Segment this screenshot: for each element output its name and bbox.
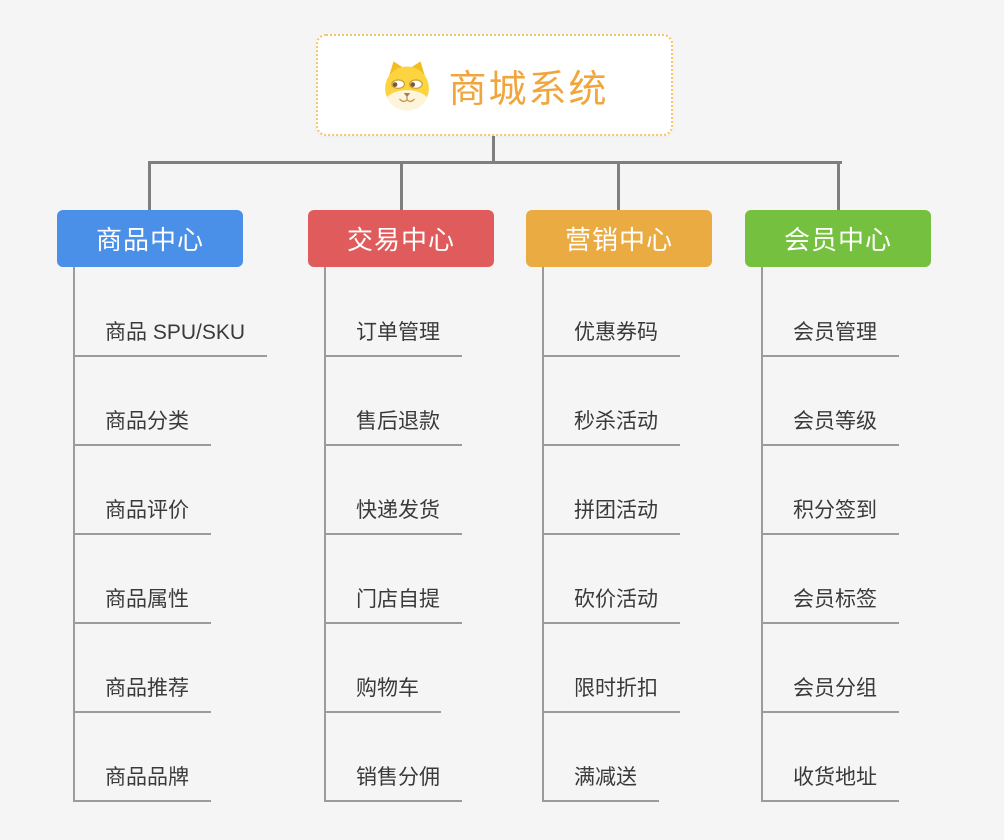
connector-root-trunk — [492, 134, 495, 163]
leaf-node[interactable]: 收货地址 — [761, 764, 899, 802]
leaf-node[interactable]: 商品 SPU/SKU — [73, 319, 268, 357]
leaf-node[interactable]: 商品品牌 — [73, 764, 211, 802]
shiba-dog-icon — [385, 61, 430, 111]
branch-node-marketing-center[interactable]: 营销中心 — [526, 210, 712, 267]
leaf-node[interactable]: 砍价活动 — [542, 586, 680, 624]
connector-drop — [617, 161, 620, 211]
branch-node-member-center[interactable]: 会员中心 — [745, 210, 931, 267]
connector-drop — [400, 161, 403, 211]
leaf-node[interactable]: 售后退款 — [324, 408, 462, 446]
root-node[interactable]: 商城系统 — [316, 34, 673, 136]
leaf-node[interactable]: 会员管理 — [761, 319, 899, 357]
leaf-node[interactable]: 会员标签 — [761, 586, 899, 624]
connector-drop — [837, 161, 840, 211]
leaf-node[interactable]: 销售分佣 — [324, 764, 462, 802]
leaf-node[interactable]: 秒杀活动 — [542, 408, 680, 446]
leaf-node[interactable]: 拼团活动 — [542, 497, 680, 535]
branch-node-trade-center[interactable]: 交易中心 — [308, 210, 494, 267]
leaf-node[interactable]: 会员等级 — [761, 408, 899, 446]
leaf-node[interactable]: 积分签到 — [761, 497, 899, 535]
leaf-node[interactable]: 会员分组 — [761, 675, 899, 713]
leaf-node[interactable]: 快递发货 — [324, 497, 462, 535]
branch-node-product-center[interactable]: 商品中心 — [57, 210, 243, 267]
leaf-node[interactable]: 商品分类 — [73, 408, 211, 446]
leaf-node[interactable]: 门店自提 — [324, 586, 462, 624]
leaf-node[interactable]: 订单管理 — [324, 319, 462, 357]
leaf-node[interactable]: 商品属性 — [73, 586, 211, 624]
leaf-node[interactable]: 优惠券码 — [542, 319, 680, 357]
leaf-node[interactable]: 商品推荐 — [73, 675, 211, 713]
leaf-node[interactable]: 购物车 — [324, 675, 441, 713]
leaf-node[interactable]: 满减送 — [542, 764, 659, 802]
leaf-node[interactable]: 限时折扣 — [542, 675, 680, 713]
leaf-node[interactable]: 商品评价 — [73, 497, 211, 535]
connector-bus — [148, 161, 842, 164]
connector-drop — [148, 161, 151, 211]
root-node-label: 商城系统 — [448, 68, 609, 111]
